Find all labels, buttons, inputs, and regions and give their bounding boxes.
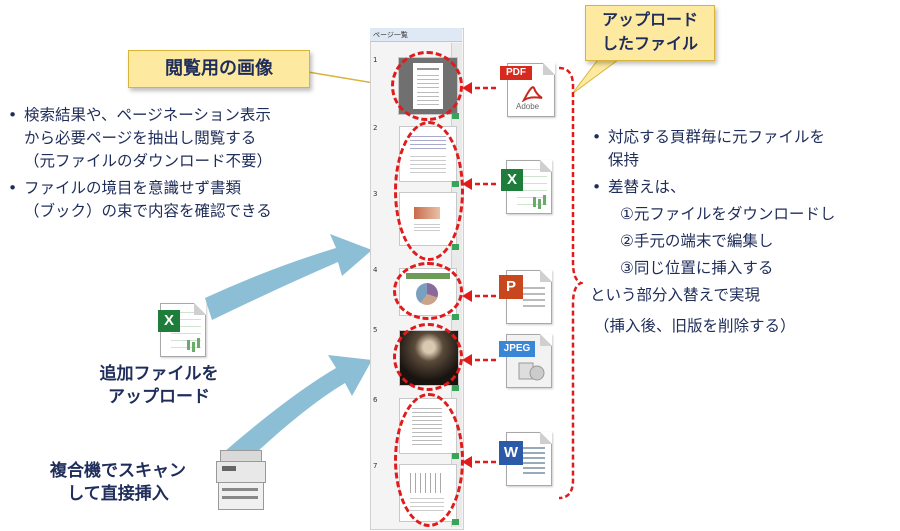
callout-view-image: 閲覧用の画像 — [128, 50, 310, 88]
left-bullet-2-line1: ファイルの境目を意識せず書類 — [24, 179, 242, 197]
left-bullet-1: 検索結果や、ページネーション表示 から必要ページを抽出し閲覧する （元ファイルの… — [6, 104, 366, 173]
left-bullet-1-line3: （元ファイルのダウンロード不要） — [24, 152, 273, 170]
step-3: ③同じ位置に挿入する — [620, 259, 774, 277]
callout-uploaded-line2: したファイル — [601, 34, 698, 53]
left-bullet-2-line2: （ブック）の束で内容を確認できる — [24, 202, 272, 220]
upload-arrow-lower — [224, 355, 372, 470]
right-bullet-2-line1: 差替えは、 — [608, 178, 686, 196]
upload-arrow-upper — [205, 234, 372, 320]
page-number-5: 5 — [373, 326, 378, 334]
label-scan-line2: して直接挿入 — [67, 484, 169, 504]
excel-bars — [187, 340, 190, 350]
label-add-line1: 追加ファイルを — [99, 364, 219, 384]
page-strip-header: ページ一覧 — [370, 28, 462, 42]
group-ellipse-word — [394, 393, 464, 527]
left-bullet-2: ファイルの境目を意識せず書類 （ブック）の束で内容を確認できる — [6, 177, 366, 223]
callout-uploaded-line1: アップロード — [601, 10, 698, 29]
left-bullet-list: 検索結果や、ページネーション表示 から必要ページを抽出し閲覧する （元ファイルの… — [6, 104, 366, 223]
jpeg-badge: JPEG — [499, 341, 535, 357]
label-scan-line1: 複合機でスキャン — [50, 461, 186, 481]
pdf-file-icon: PDF Adobe — [500, 63, 555, 117]
label-scan-insert: 複合機でスキャン して直接挿入 — [28, 460, 208, 506]
group-ellipse-ppt — [393, 262, 463, 320]
word-letter-badge: W — [499, 441, 523, 465]
dashed-brace — [558, 66, 583, 500]
excel-letter-badge: X — [158, 310, 180, 332]
right-bullet-list: 対応する頁群毎に元ファイルを 保持 差替えは、 ①元ファイルをダウンロードし ②… — [590, 126, 900, 338]
pdf-brand-text: Adobe — [516, 102, 540, 111]
word-file-icon: W — [499, 432, 552, 486]
step-2: ②手元の端末で編集し — [620, 232, 774, 250]
page-number-3: 3 — [373, 190, 378, 198]
adobe-logo-icon — [521, 86, 543, 102]
ppt-letter-badge: P — [499, 275, 523, 299]
left-bullet-1-line2: から必要ページを抽出し閲覧する — [24, 129, 257, 147]
excel-file-icon-upload: X — [158, 303, 206, 357]
group-ellipse-jpeg — [393, 323, 463, 391]
partial-replace-line: という部分入替えで実現 — [590, 286, 761, 304]
right-bullet-1: 対応する頁群毎に元ファイルを 保持 — [590, 126, 900, 172]
label-add-upload: 追加ファイルを アップロード — [84, 363, 234, 409]
group-ellipse-pdf — [391, 51, 463, 121]
group-ellipse-excel — [394, 121, 464, 261]
page-number-4: 4 — [373, 266, 378, 274]
jpeg-file-icon: JPEG — [499, 334, 552, 388]
label-add-line2: アップロード — [108, 387, 210, 407]
right-bullet-1-line2: 保持 — [608, 151, 640, 169]
excel-file-icon: X — [501, 160, 552, 214]
left-bullet-1-line1: 検索結果や、ページネーション表示 — [24, 106, 271, 124]
pdf-badge: PDF — [500, 66, 532, 80]
image-shapes-icon — [518, 362, 545, 381]
step-1: ①元ファイルをダウンロードし — [620, 205, 836, 223]
delete-old-note: （挿入後、旧版を削除する） — [594, 317, 796, 335]
powerpoint-file-icon: P — [499, 270, 552, 324]
callout-uploaded-file: アップロード したファイル — [585, 5, 715, 61]
page-number-7: 7 — [373, 462, 378, 470]
excel-letter-badge-right: X — [501, 169, 523, 191]
page-number-6: 6 — [373, 396, 378, 404]
page-number-2: 2 — [373, 124, 378, 132]
multifunction-printer-icon — [216, 450, 266, 510]
page-number-1: 1 — [373, 56, 378, 64]
right-bullet-2: 差替えは、 — [590, 176, 900, 199]
right-bullet-1-line1: 対応する頁群毎に元ファイルを — [608, 128, 826, 146]
